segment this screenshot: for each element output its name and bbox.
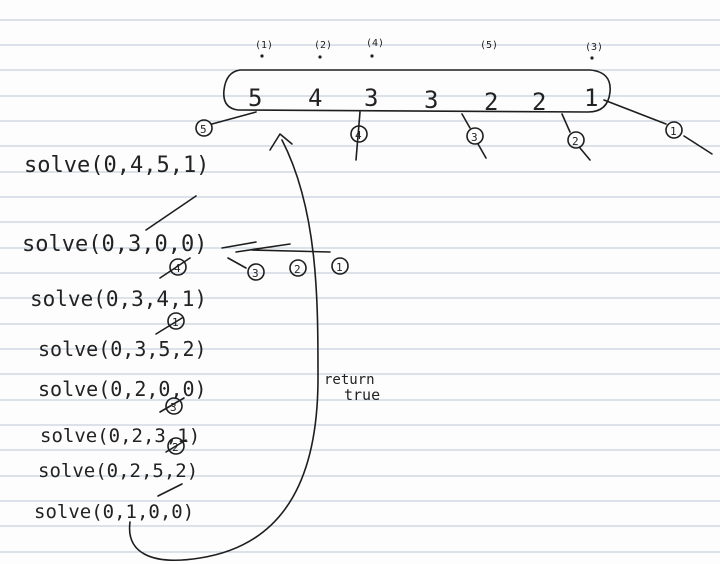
circled-mark: 3 bbox=[471, 131, 478, 144]
call-line: solve(0,1,0,0) bbox=[34, 501, 194, 523]
call-line: solve(0,3,0,0) bbox=[22, 232, 207, 257]
call-marks: 4 1 3 2 bbox=[165, 258, 187, 455]
array-value: 2 bbox=[532, 88, 546, 116]
order-mark: (3) bbox=[585, 42, 603, 53]
circled-mark: 2 bbox=[172, 441, 179, 454]
call-line: solve(0,4,5,1) bbox=[24, 153, 209, 178]
array-value: 5 bbox=[248, 84, 262, 112]
array-capsule bbox=[222, 69, 611, 113]
circled-mark: 4 bbox=[355, 129, 362, 142]
circled-mark: 3 bbox=[252, 267, 259, 280]
order-mark: (4) bbox=[366, 38, 384, 49]
branch-marks: 3 2 1 bbox=[221, 241, 349, 281]
array-value: 3 bbox=[424, 86, 438, 114]
circled-mark: 2 bbox=[572, 135, 579, 148]
call-connector bbox=[157, 483, 183, 497]
circled-mark: 3 bbox=[170, 401, 177, 414]
arrow-head bbox=[269, 133, 293, 151]
array-value: 1 bbox=[584, 84, 598, 112]
array-value: 2 bbox=[484, 88, 498, 116]
call-line: solve(0,3,4,1) bbox=[30, 287, 207, 311]
circled-mark: 2 bbox=[294, 263, 301, 276]
top-marks: (1) (2) (4) (5) (3) bbox=[255, 38, 603, 60]
call-list: solve(0,4,5,1) solve(0,3,0,0) solve(0,3,… bbox=[22, 153, 209, 523]
array-value: 4 bbox=[308, 84, 322, 112]
ruled-lines bbox=[0, 19, 720, 553]
call-line: solve(0,2,3,1) bbox=[40, 425, 200, 447]
return-arrow bbox=[128, 139, 319, 562]
order-mark: (2) bbox=[314, 40, 332, 51]
circled-mark: 1 bbox=[336, 261, 343, 274]
return-label-value: true bbox=[344, 386, 380, 404]
call-line: solve(0,3,5,2) bbox=[38, 337, 207, 361]
circled-mark: 4 bbox=[174, 262, 181, 275]
circled-mark: 5 bbox=[200, 123, 207, 136]
below-marks: 5 4 3 2 1 bbox=[195, 99, 713, 161]
circled-mark: 1 bbox=[172, 316, 179, 329]
array-values: 5 4 3 3 2 2 1 bbox=[248, 84, 598, 116]
circled-mark: 1 bbox=[670, 125, 677, 138]
array-value: 3 bbox=[364, 84, 378, 112]
order-mark: (5) bbox=[480, 40, 498, 51]
call-connector bbox=[159, 257, 191, 279]
call-line: solve(0,2,0,0) bbox=[38, 377, 207, 401]
return-label: return bbox=[324, 372, 375, 388]
call-line: solve(0,2,5,2) bbox=[38, 460, 198, 482]
call-connector bbox=[145, 195, 197, 231]
order-mark: (1) bbox=[255, 40, 273, 51]
